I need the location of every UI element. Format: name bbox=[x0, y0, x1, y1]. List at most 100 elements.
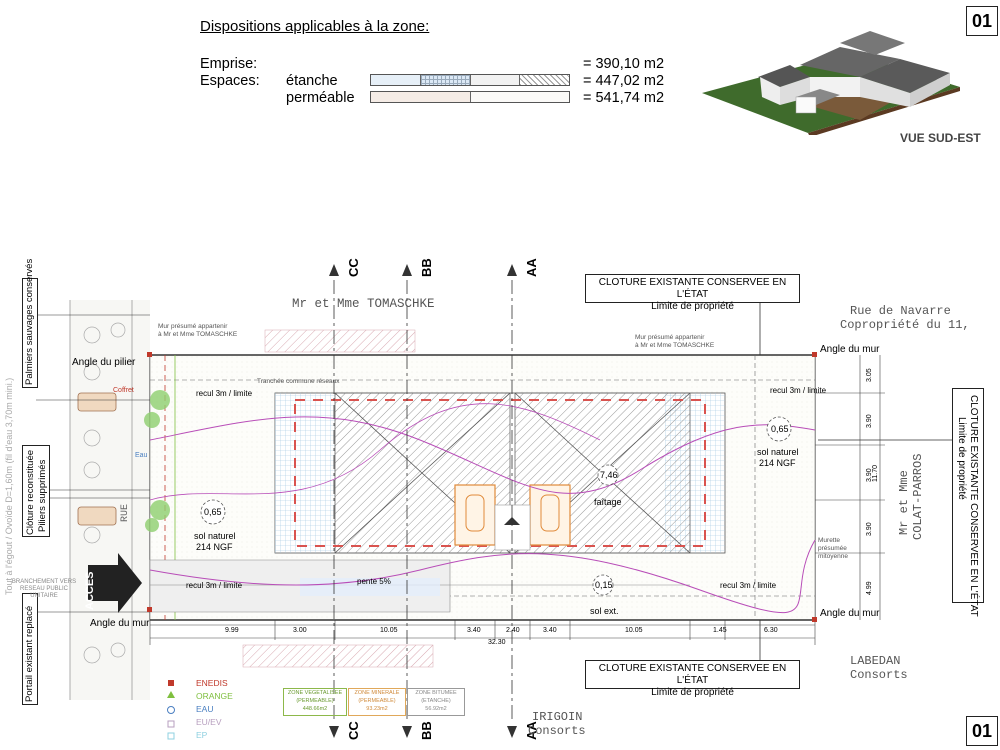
coffret-label: Coffret bbox=[113, 387, 134, 394]
section-bb-top: BB bbox=[419, 258, 434, 277]
fence-note-right: CLOTURE EXISTANTE CONSERVEE EN L'ÉTAT Li… bbox=[952, 388, 984, 617]
zone-bitumee-title: ZONE BITUMEE bbox=[415, 690, 457, 696]
dim-bottom-total: 32.30 bbox=[488, 639, 506, 646]
permeable-bar bbox=[370, 91, 570, 103]
fence-note-bottom-line2: Limite de propriété bbox=[651, 687, 734, 698]
neighbor-southeast-1: LABEDAN bbox=[850, 654, 901, 668]
fence-note-bottom: CLOTURE EXISTANTE CONSERVEE EN L'ÉTAT Li… bbox=[585, 660, 800, 698]
solext-label: sol ext. bbox=[590, 606, 619, 616]
emprise-label: Emprise: bbox=[200, 56, 258, 72]
section-cc-top: CC bbox=[346, 258, 361, 277]
note-cloture-line2: Piliers supprimés bbox=[37, 459, 48, 532]
recul-top-label: recul 3m / limite bbox=[196, 389, 253, 398]
branchement-label: BRANCHEMENT VERS RESEAU PUBLIC UNITAIRE bbox=[11, 579, 77, 599]
sol-right-line2: 214 NGF bbox=[759, 458, 796, 468]
note-portail: Portail existant replacé bbox=[22, 593, 38, 705]
zone-minerale-value: 93.23m2 bbox=[366, 706, 388, 712]
dim-bottom-8: 1.45 bbox=[713, 627, 727, 634]
note-palmiers-text: Palmiers sauvages conservés bbox=[24, 258, 35, 385]
acces-label: ACCES bbox=[84, 571, 96, 610]
neighbor-northeast-1: Rue de Navarre bbox=[850, 304, 951, 318]
legend-eu-ev: EU/EV bbox=[196, 717, 222, 727]
etanche-bar bbox=[370, 74, 570, 86]
fence-note-right-line1: CLOTURE EXISTANTE CONSERVEE EN L'ÉTAT bbox=[968, 395, 979, 617]
mur-presume-left-2: à Mr et Mme TOMASCHKE bbox=[158, 331, 238, 338]
note-cloture: Clôture reconstituée Piliers supprimés bbox=[22, 445, 50, 537]
dim-bottom-6: 3.40 bbox=[543, 627, 557, 634]
recul-bottom-right-label: recul 3m / limite bbox=[720, 581, 777, 590]
zone-vegetalisee-value: 448.66m2 bbox=[302, 706, 328, 712]
section-aa-top: AA bbox=[524, 258, 539, 277]
angle-mur-bottom-label: Angle du mur bbox=[820, 608, 880, 619]
zone-bitumee-sub: (ETANCHE) bbox=[421, 698, 451, 704]
tranchee-label: Tranchée commune réseaux bbox=[257, 378, 340, 385]
legend-enedis: ENEDIS bbox=[196, 678, 228, 688]
house-3d-view bbox=[702, 31, 960, 135]
note-cloture-line1: Clôture reconstituée bbox=[25, 449, 36, 535]
sol-left-value: 0,65 bbox=[204, 507, 222, 517]
zone-minerale-title: ZONE MINERALE bbox=[354, 690, 400, 696]
zone-minerale-sub: (PERMEABLE) bbox=[358, 698, 396, 704]
angle-pilier-label: Angle du pilier bbox=[72, 357, 136, 368]
fence-note-bottom-line1: CLOTURE EXISTANTE CONSERVEE EN L'ÉTAT bbox=[598, 663, 787, 686]
zone-title: Dispositions applicables à la zone: bbox=[200, 18, 430, 35]
fence-note-top: CLOTURE EXISTANTE CONSERVEE EN L'ÉTAT Li… bbox=[585, 274, 800, 312]
fence-note-top-line2: Limite de propriété bbox=[651, 301, 734, 312]
mur-presume-right-1: Mur présumé appartenir bbox=[635, 334, 705, 341]
sol-left-line2: 214 NGF bbox=[196, 542, 233, 552]
page-number-bottom: 01 bbox=[966, 716, 998, 746]
recul-bottom-left-label: recul 3m / limite bbox=[186, 581, 243, 590]
dim-bottom-2: 3.00 bbox=[293, 627, 307, 634]
pente-label: pente 5% bbox=[357, 577, 391, 586]
view-label: VUE SUD-EST bbox=[900, 131, 981, 145]
dim-bottom-9: 6.30 bbox=[764, 627, 778, 634]
sol-left-line1: sol naturel bbox=[194, 531, 236, 541]
etanche-value: = 447,02 m2 bbox=[583, 73, 665, 89]
fence-note-right-line2: Limite de propriété bbox=[956, 417, 967, 500]
faitage-label: faîtage bbox=[594, 497, 622, 507]
zone-bitumee-value: 56.92m2 bbox=[425, 706, 447, 712]
solext-value: 0,15 bbox=[595, 580, 613, 590]
legend-eau: EAU bbox=[196, 704, 214, 714]
mur-presume-left-1: Mur présumé appartenir bbox=[158, 323, 228, 330]
legend-ep: EP bbox=[196, 730, 208, 740]
page-number-top: 01 bbox=[966, 6, 998, 36]
eau-label: Eau bbox=[135, 452, 148, 459]
dim-right-5: 4.99 bbox=[866, 581, 873, 595]
dim-bottom-5: 2.40 bbox=[506, 627, 520, 634]
neighbor-south-2: Consorts bbox=[528, 724, 586, 738]
dim-bottom-7: 10.05 bbox=[625, 627, 643, 634]
zone-vegetalisee: ZONE VEGETALISEE (PERMEABLE) 448.66m2 bbox=[283, 688, 347, 716]
zone-minerale: ZONE MINERALE (PERMEABLE) 93.23m2 bbox=[348, 688, 406, 716]
permeable-label: perméable bbox=[286, 90, 355, 106]
emprise-value: = 390,10 m2 bbox=[583, 56, 665, 72]
neighbor-south-1: IRIGOIN bbox=[532, 710, 583, 724]
zone-vegetalisee-title: ZONE VEGETALISEE bbox=[287, 690, 343, 696]
etanche-label: étanche bbox=[286, 73, 338, 89]
faitage-value: 7,46 bbox=[600, 470, 618, 480]
angle-mur-top-label: Angle du mur bbox=[820, 344, 880, 355]
neighbor-east-1: Mr et Mme bbox=[897, 470, 911, 535]
section-cc-bottom: CC bbox=[346, 721, 361, 740]
note-egout: Tout à l'égout / Ovoïde D=1,60m (fil d'e… bbox=[4, 377, 14, 595]
sol-right-value: 0,65 bbox=[771, 424, 789, 434]
dim-right-total: 11.70 bbox=[872, 465, 879, 482]
neighbor-northeast-2: Copropriété du 11, bbox=[840, 318, 970, 332]
dim-right-1: 3.05 bbox=[866, 368, 873, 382]
recul-right-label: recul 3m / limite bbox=[770, 386, 827, 395]
dim-right-4: 3.90 bbox=[866, 522, 873, 536]
murette-label: Murette présumée mitoyenne bbox=[818, 537, 848, 560]
neighbor-southeast-2: Consorts bbox=[850, 668, 908, 682]
mur-presume-right-2: à Mr et Mme TOMASCHKE bbox=[635, 342, 715, 349]
permeable-value: = 541,74 m2 bbox=[583, 90, 665, 106]
dim-right-2: 3.90 bbox=[866, 414, 873, 428]
note-portail-text: Portail existant replacé bbox=[24, 605, 35, 702]
espaces-label: Espaces: bbox=[200, 73, 260, 89]
dim-bottom-1: 9.99 bbox=[225, 627, 239, 634]
sol-right-line1: sol naturel bbox=[757, 447, 799, 457]
note-palmiers: Palmiers sauvages conservés bbox=[22, 259, 38, 388]
fence-note-top-line1: CLOTURE EXISTANTE CONSERVEE EN L'ÉTAT bbox=[598, 277, 787, 300]
neighbor-north: Mr et Mme TOMASCHKE bbox=[292, 297, 435, 311]
zone-vegetalisee-sub: (PERMEABLE) bbox=[296, 698, 334, 704]
